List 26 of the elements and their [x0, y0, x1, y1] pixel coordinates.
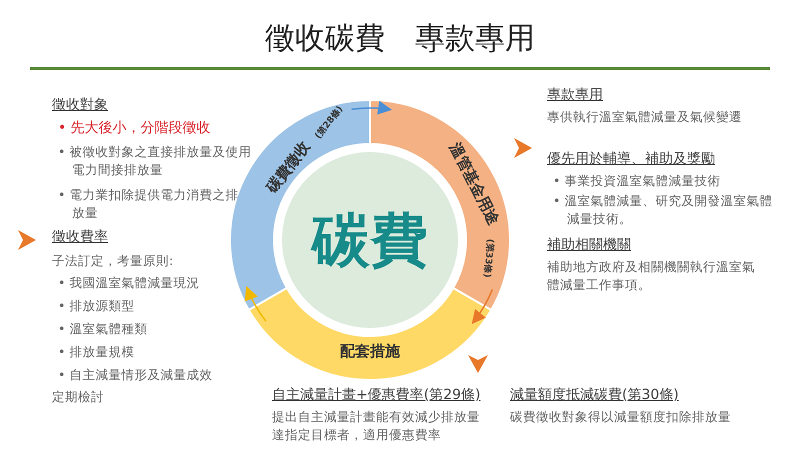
- section-heading: 徵收費率: [52, 228, 109, 246]
- section-heading: 專款專用: [547, 86, 604, 104]
- bullet-item: • 溫室氣體種類: [58, 320, 148, 338]
- arrow: [472, 289, 494, 324]
- bullet-item: • 排放源類型: [58, 297, 136, 315]
- bullet-item: • 先大後小，分階段徵收: [58, 119, 212, 137]
- body-text: 提出自主減量計畫能有效減少排放量達指定目標者，適用優惠費率: [272, 408, 481, 444]
- bullet-item: • 自主減量情形及減量成效: [58, 366, 214, 384]
- section-heading: 補助相關機關: [547, 236, 632, 254]
- title: 徵收碳費 專款專用: [264, 20, 536, 58]
- body-text: 補助地方政府及相關機關執行溫室氣體減量工作事項。: [547, 258, 756, 294]
- arrow: [245, 286, 267, 322]
- body-text: 碳費徵收對象得以減量額度扣除排放量: [510, 408, 732, 426]
- ring-segment: 配套措施: [248, 287, 492, 381]
- body-text: 定期檢討: [52, 388, 105, 406]
- body-text: 子法訂定，考量原則:: [52, 252, 174, 270]
- section-heading: 徵收對象: [52, 96, 109, 114]
- arrow: [352, 101, 392, 116]
- bullet-item: • 排放量規模: [58, 343, 136, 361]
- section-heading: 優先用於輔導、補助及獎勵: [547, 150, 716, 168]
- bullet-item: • 事業投資溫室氣體減量技術: [553, 172, 722, 190]
- section-heading: 自主減量計畫+優惠費率(第29條): [272, 386, 482, 404]
- body-text: 專供執行溫室氣體減量及氣候變遷: [547, 108, 743, 126]
- bullet-item: • 我國溫室氣體減量現況: [58, 274, 200, 292]
- section-heading: 減量額度抵減碳費(第30條): [510, 386, 680, 404]
- bullet-item: • 溫室氣體減量、研究及開發溫室氣體減量技術。: [553, 192, 774, 228]
